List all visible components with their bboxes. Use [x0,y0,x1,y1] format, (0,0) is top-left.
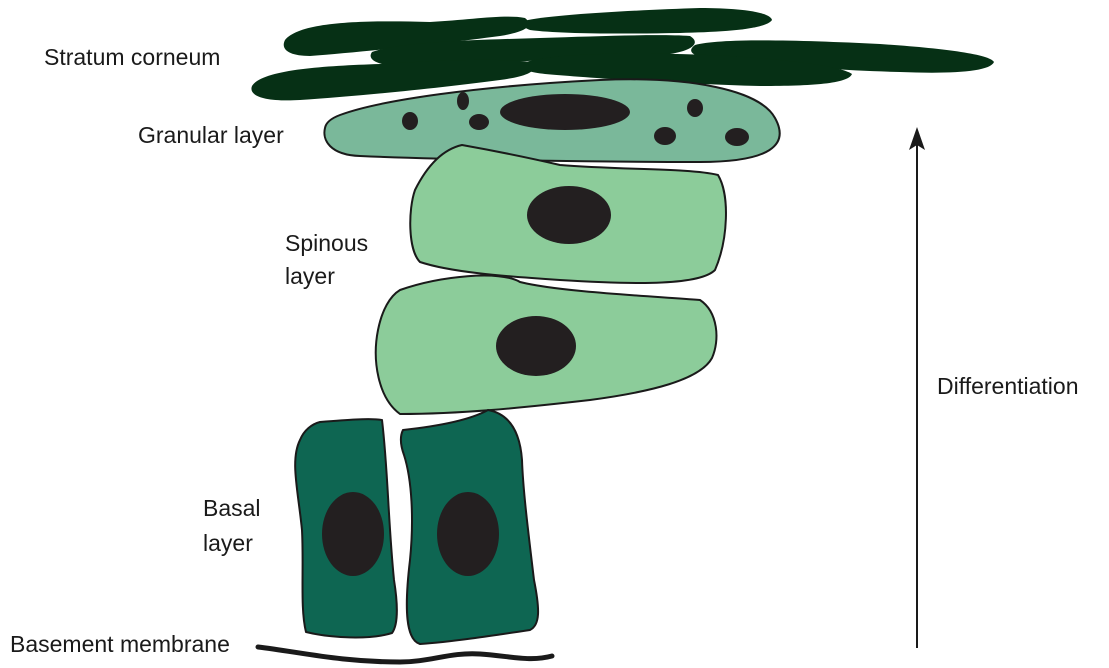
spinous-cell-upper [410,145,726,283]
label-granular-layer: Granular layer [138,122,284,148]
spinous-nucleus [527,186,611,244]
label-basal-line1: Basal [203,495,261,521]
spinous-nucleus [496,316,576,376]
label-spinous-line2: layer [285,263,335,289]
spinous-cell-lower [376,276,717,414]
keratohyalin-granule [469,114,489,130]
basal-nucleus [437,492,499,576]
basement-membrane-line [258,647,552,662]
basal-nucleus [322,492,384,576]
keratohyalin-granule [725,128,749,146]
corneum-cell [522,8,772,34]
basal-cell-left [295,419,397,637]
label-spinous-line1: Spinous [285,230,368,256]
granular-nucleus [500,94,630,130]
keratohyalin-granule [457,92,469,110]
label-basement-membrane: Basement membrane [10,631,230,657]
keratohyalin-granule [687,99,703,117]
keratohyalin-granule [402,112,418,130]
basal-cell-right [401,410,538,644]
keratohyalin-granule [654,127,676,145]
label-differentiation: Differentiation [937,373,1079,399]
label-stratum-corneum: Stratum corneum [44,44,220,70]
label-basal-line2: layer [203,530,253,556]
differentiation-arrow [909,127,925,648]
